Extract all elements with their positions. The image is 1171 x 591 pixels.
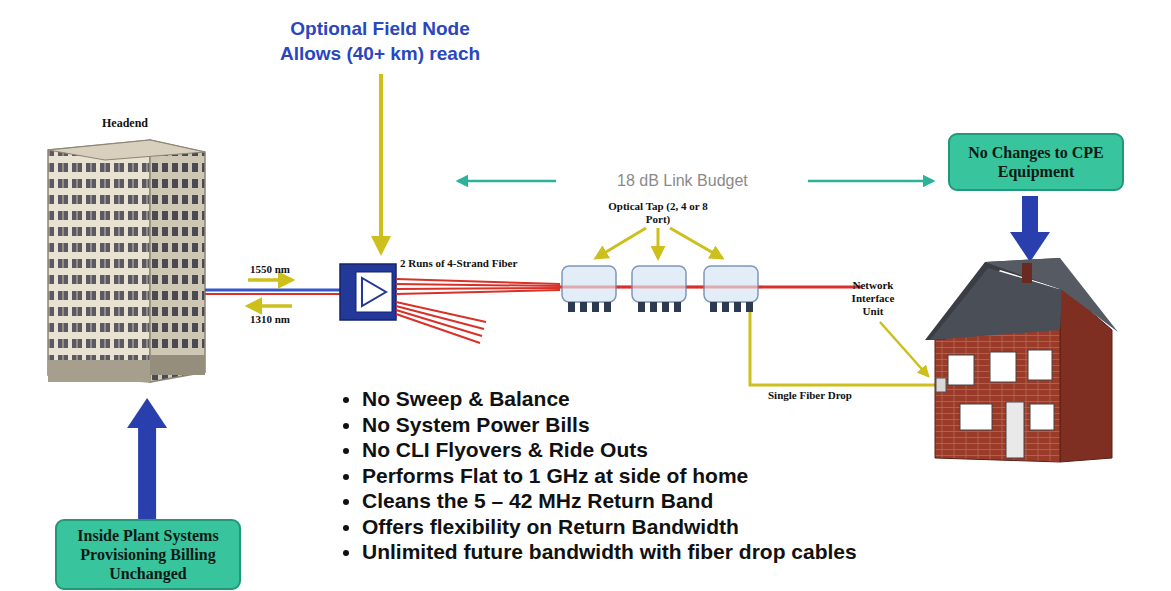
cpe-arrow bbox=[1010, 196, 1050, 262]
budget-arrow bbox=[458, 180, 556, 183]
drop-fiber bbox=[750, 312, 935, 385]
bullet-item: Offers flexibility on Return Bandwidth bbox=[362, 514, 857, 540]
node-text: No Changes to CPE Equipment bbox=[957, 143, 1115, 181]
callout-arrow bbox=[657, 228, 660, 258]
note-box: No Changes to CPE Equipment bbox=[948, 133, 1124, 191]
device-label: Network Interface Unit bbox=[842, 279, 904, 318]
downstream-arrow bbox=[248, 278, 292, 282]
headend-node: Headend bbox=[40, 116, 210, 384]
tap-label: Optical Tap (2, 4 or 8 Port) bbox=[598, 200, 718, 226]
wavelength-label: 1550 nm bbox=[250, 263, 320, 276]
callout-arrow bbox=[596, 228, 646, 258]
callout-arrow bbox=[379, 74, 383, 252]
node-text: Inside Plant Systems Provisioning Billin… bbox=[64, 526, 232, 583]
optical-tap bbox=[562, 266, 616, 312]
bullet-item: No CLI Flyovers & Ride Outs bbox=[362, 437, 857, 463]
wavelength-label: 1310 nm bbox=[250, 313, 320, 326]
bullet-item: Unlimited future bandwidth with fiber dr… bbox=[362, 539, 857, 565]
drop-label: Single Fiber Drop bbox=[768, 389, 898, 402]
upstream-arrow bbox=[248, 304, 292, 308]
tap-through-fiber bbox=[559, 286, 762, 289]
bullet-item: Performs Flat to 1 GHz at side of home bbox=[362, 463, 857, 489]
budget-arrow bbox=[808, 180, 933, 183]
bullet-item: Cleans the 5 – 42 MHz Return Band bbox=[362, 488, 857, 514]
fiber-label: 2 Runs of 4-Strand Fiber bbox=[400, 257, 570, 270]
bullet-list: No Sweep & BalanceNo System Power BillsN… bbox=[340, 386, 857, 565]
note-box: Inside Plant Systems Provisioning Billin… bbox=[55, 519, 241, 590]
block-arrow bbox=[127, 398, 167, 519]
bullet-item: No Sweep & Balance bbox=[362, 386, 857, 412]
node-text: Headend bbox=[102, 116, 148, 130]
budget-label: 18 dB Link Budget bbox=[614, 171, 751, 190]
optical-tap bbox=[704, 266, 758, 312]
headend-building bbox=[48, 140, 205, 382]
arrow-shaft bbox=[138, 428, 156, 519]
field-node bbox=[340, 264, 396, 320]
house bbox=[925, 258, 1118, 462]
callout-text: Optional Field Node Allows (40+ km) reac… bbox=[262, 16, 498, 66]
trunk-fiber bbox=[205, 293, 340, 295]
fiber-strands bbox=[396, 279, 862, 343]
arrow-head bbox=[127, 398, 167, 428]
leader-arrow bbox=[880, 322, 928, 376]
trunk-fiber bbox=[205, 289, 340, 292]
optical-tap bbox=[632, 266, 686, 312]
callout-arrow bbox=[670, 228, 722, 258]
bullet-item: No System Power Bills bbox=[362, 412, 857, 438]
